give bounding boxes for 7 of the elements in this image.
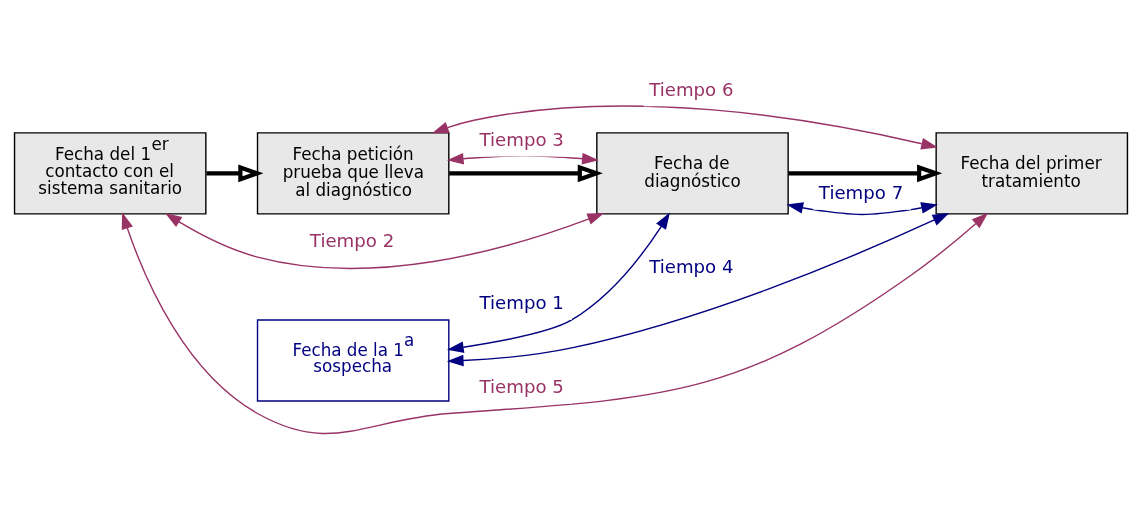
- edge-label: Tiempo 2: [309, 229, 395, 250]
- edge-label: Tiempo 4: [649, 255, 734, 277]
- edge-label: Tiempo 3: [479, 128, 564, 150]
- edge-label: Tiempo 1: [479, 291, 564, 313]
- edge-label: Tiempo 5: [479, 375, 564, 397]
- edge-label: Tiempo 7: [818, 181, 904, 203]
- edge-label: Tiempo 6: [649, 78, 734, 100]
